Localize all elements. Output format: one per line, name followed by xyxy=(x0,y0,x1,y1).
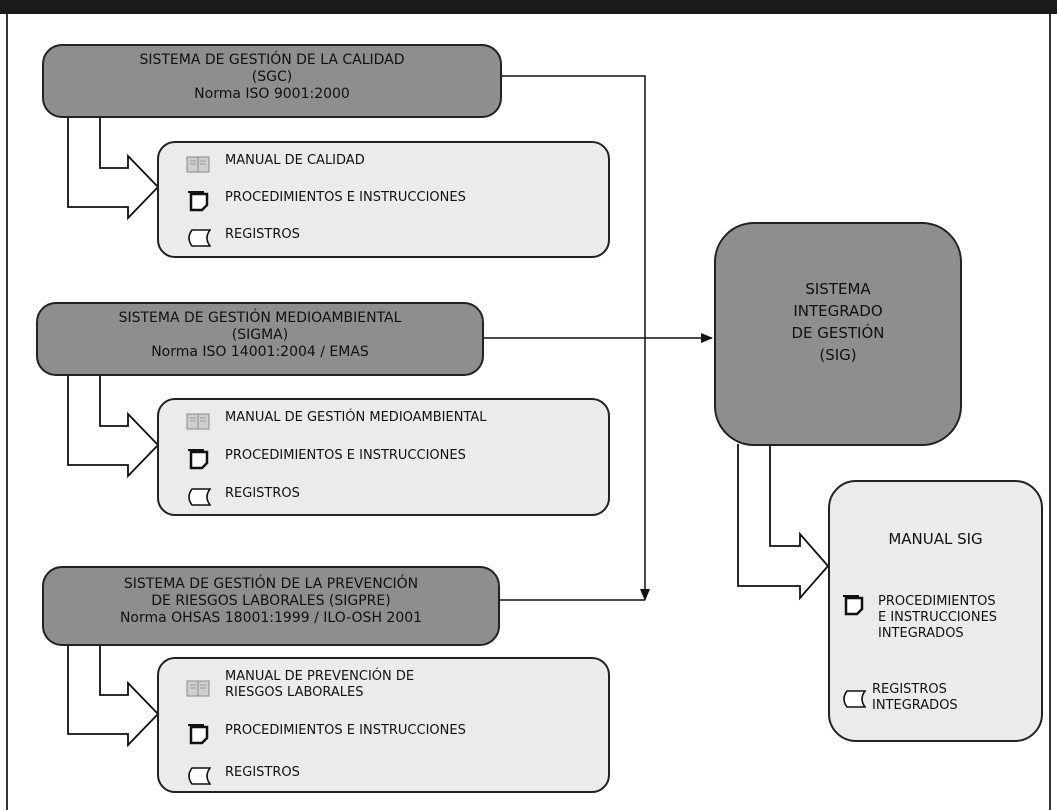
sigpre-manual-row: MANUAL DE PREVENCIÓN DE RIESGOS LABORALE… xyxy=(185,669,414,701)
book-icon xyxy=(186,156,210,173)
sigma-title-line2: (SIGMA) xyxy=(231,327,289,343)
sig-procedures-line2: E INSTRUCCIONES xyxy=(878,610,998,625)
frame-right-line xyxy=(1049,14,1051,810)
connector-sgc xyxy=(500,75,650,601)
sigma-manual-label: MANUAL DE GESTIÓN MEDIOAMBIENTAL xyxy=(225,410,487,425)
sig-line3: DE GESTIÓN xyxy=(791,324,885,342)
sigpre-records-label: REGISTROS xyxy=(225,765,300,780)
sgc-procedures-row: PROCEDIMIENTOS E INSTRUCCIONES xyxy=(185,190,466,212)
sig-manual-label: MANUAL SIG xyxy=(888,530,983,548)
sig-title: SISTEMA INTEGRADO DE GESTIÓN (SIG) xyxy=(716,278,960,366)
sigma-title-line1: SISTEMA DE GESTIÓN MEDIOAMBIENTAL xyxy=(118,310,402,326)
book-icon xyxy=(186,413,210,430)
document-icon xyxy=(188,191,209,212)
sigpre-records-row: REGISTROS xyxy=(185,765,300,787)
sgc-procedures-label: PROCEDIMIENTOS E INSTRUCCIONES xyxy=(225,190,466,205)
top-border-bar xyxy=(0,0,1057,14)
sig-line1: SISTEMA xyxy=(805,280,871,298)
hollow-arrow-sigpre xyxy=(67,645,160,748)
sigpre-norm: Norma OHSAS 18001:1999 / ILO-OSH 2001 xyxy=(119,610,423,626)
sgc-docs-box: MANUAL DE CALIDAD PROCEDIMIENTOS E INSTR… xyxy=(157,141,610,258)
sgc-records-label: REGISTROS xyxy=(225,227,300,242)
sgc-title-line1: SISTEMA DE GESTIÓN DE LA CALIDAD xyxy=(139,52,405,68)
sigpre-manual-label: MANUAL DE PREVENCIÓN DE RIESGOS LABORALE… xyxy=(225,669,414,701)
scroll-icon xyxy=(188,488,211,506)
frame-left-line xyxy=(6,14,8,810)
sigma-manual-row: MANUAL DE GESTIÓN MEDIOAMBIENTAL xyxy=(185,410,487,432)
hollow-arrow-sgc xyxy=(67,118,160,221)
sig-procedures-line3: INTEGRADOS xyxy=(878,626,964,641)
sgc-title-line2: (SGC) xyxy=(251,69,293,85)
sig-procedures-line1: PROCEDIMIENTOS xyxy=(878,594,996,609)
hollow-arrow-sig xyxy=(737,444,830,601)
sigma-box: SISTEMA DE GESTIÓN MEDIOAMBIENTAL (SIGMA… xyxy=(36,302,484,376)
sigma-docs-box: MANUAL DE GESTIÓN MEDIOAMBIENTAL PROCEDI… xyxy=(157,398,610,516)
sigma-procedures-label: PROCEDIMIENTOS E INSTRUCCIONES xyxy=(225,448,466,463)
book-icon xyxy=(186,680,210,697)
sigma-procedures-row: PROCEDIMIENTOS E INSTRUCCIONES xyxy=(185,448,466,470)
document-icon xyxy=(188,449,209,470)
sig-records-line2: INTEGRADOS xyxy=(872,698,958,713)
sigpre-box: SISTEMA DE GESTIÓN DE LA PREVENCIÓN DE R… xyxy=(42,566,500,646)
sig-records-label: REGISTROS INTEGRADOS xyxy=(872,682,958,714)
sgc-records-row: REGISTROS xyxy=(185,227,300,249)
sgc-manual-label: MANUAL DE CALIDAD xyxy=(225,153,365,168)
sig-line4: (SIG) xyxy=(819,346,857,364)
sig-box: SISTEMA INTEGRADO DE GESTIÓN (SIG) xyxy=(714,222,962,446)
hollow-arrow-sigma xyxy=(67,376,160,479)
sigma-records-row: REGISTROS xyxy=(185,486,300,508)
sigma-records-label: REGISTROS xyxy=(225,486,300,501)
sgc-manual-row: MANUAL DE CALIDAD xyxy=(185,153,365,175)
sig-procedures-label: PROCEDIMIENTOS E INSTRUCCIONES INTEGRADO… xyxy=(878,594,997,642)
sig-line2: INTEGRADO xyxy=(793,302,883,320)
scroll-icon xyxy=(843,690,866,708)
sigpre-docs-box: MANUAL DE PREVENCIÓN DE RIESGOS LABORALE… xyxy=(157,657,610,793)
sig-records-row: REGISTROS INTEGRADOS xyxy=(840,682,958,714)
sigpre-title-line1: SISTEMA DE GESTIÓN DE LA PREVENCIÓN xyxy=(123,576,419,592)
sig-docs-box: MANUAL SIG PROCEDIMIENTOS E INSTRUCCIONE… xyxy=(828,480,1043,742)
sigma-norm: Norma ISO 14001:2004 / EMAS xyxy=(151,344,369,360)
sig-records-line1: REGISTROS xyxy=(872,682,947,697)
sigpre-manual-line1: MANUAL DE PREVENCIÓN DE xyxy=(225,669,415,684)
sigpre-manual-line2: RIESGOS LABORALES xyxy=(225,685,364,700)
sgc-norm: Norma ISO 9001:2000 xyxy=(194,86,350,102)
sig-procedures-row: PROCEDIMIENTOS E INSTRUCCIONES INTEGRADO… xyxy=(840,594,997,642)
scroll-icon xyxy=(188,767,211,785)
sigpre-title-line2: DE RIESGOS LABORALES (SIGPRE) xyxy=(151,593,391,609)
document-icon xyxy=(188,724,209,745)
scroll-icon xyxy=(188,229,211,247)
sgc-box: SISTEMA DE GESTIÓN DE LA CALIDAD (SGC) N… xyxy=(42,44,502,118)
document-icon xyxy=(843,595,864,616)
sigpre-procedures-label: PROCEDIMIENTOS E INSTRUCCIONES xyxy=(225,723,466,738)
sigpre-procedures-row: PROCEDIMIENTOS E INSTRUCCIONES xyxy=(185,723,466,745)
